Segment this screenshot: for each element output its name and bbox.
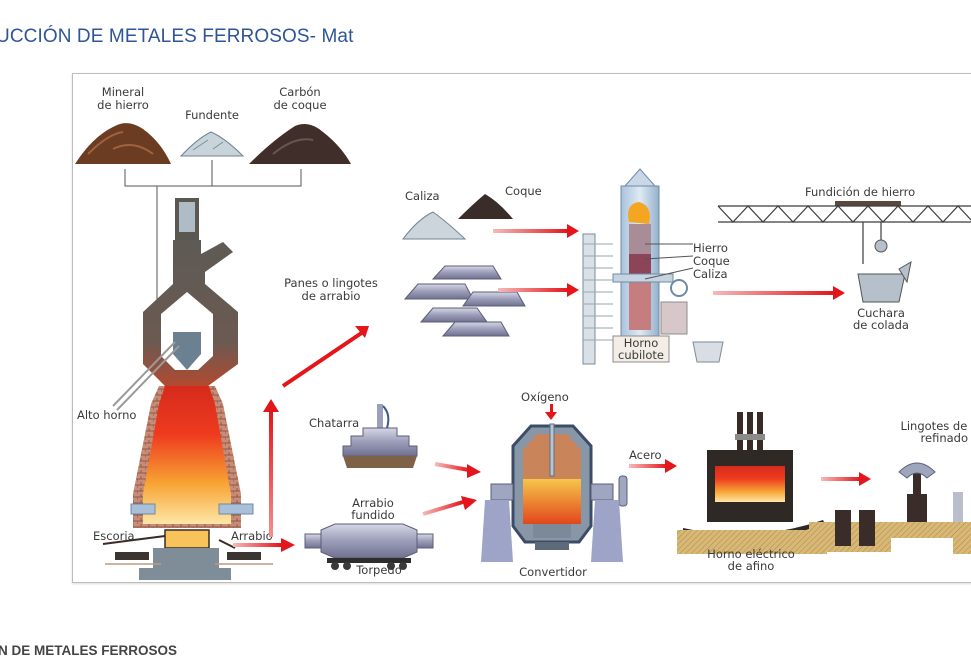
cubilote-arrow-icon xyxy=(713,286,845,300)
converter-icon xyxy=(481,423,628,562)
cupola-furnace xyxy=(582,168,724,365)
fundicion-label: Fundición de hierro xyxy=(805,185,915,199)
arrabio-fundido-label: Arrabio xyxy=(352,496,394,510)
cubilote-leader-lines xyxy=(644,243,694,280)
escoria-label: Escoria xyxy=(93,529,135,543)
torpedo-arrow-icon xyxy=(422,496,477,516)
cuchara-label: Cuchara xyxy=(857,306,905,320)
coque-pile-icon xyxy=(458,194,513,219)
caliza-layer-label: Caliza xyxy=(693,267,728,281)
carbon-label: Carbón xyxy=(279,85,320,99)
arrabio-fundido-label-2: fundido xyxy=(351,508,394,522)
ingots-arrow-icon xyxy=(498,283,579,297)
hierro-label: Hierro xyxy=(693,241,728,255)
panes-label-2: de arrabio xyxy=(302,289,361,303)
mineral-label-2: de hierro xyxy=(97,98,149,112)
pig-iron-ingots-icon xyxy=(403,265,526,337)
coque-layer-label: Coque xyxy=(693,254,730,268)
horno-electrico-label: Horno eléctrico xyxy=(707,547,795,561)
chatarra-label: Chatarra xyxy=(309,416,359,430)
caliza-pile-icon xyxy=(401,211,467,240)
cubilote-label-2: cubilote xyxy=(618,348,664,362)
panes-label: Panes o lingotes xyxy=(284,276,378,290)
ladle-icon xyxy=(857,239,912,303)
fundente-label: Fundente xyxy=(185,108,239,122)
mineral-pile-icon xyxy=(75,123,171,164)
oxygen-arrow-icon xyxy=(545,404,557,420)
convertidor-label: Convertidor xyxy=(519,565,587,579)
page-title: UCCIÓN DE METALES FERROSOS- Mat xyxy=(0,26,354,47)
blast-furnace xyxy=(102,198,273,580)
arrabio-arrow-icon xyxy=(233,538,295,552)
horno-electrico-label-2: de afino xyxy=(728,559,775,573)
caliza-arrow-icon xyxy=(493,224,579,238)
torpedo-label: Torpedo xyxy=(355,563,402,577)
lingotes-label-2: refinado xyxy=(921,431,968,445)
acero-arrow-icon xyxy=(629,459,677,473)
steel-production-diagram: Mineral de hierro Fundente Carbón de coq… xyxy=(72,73,971,583)
up-arrow-icon xyxy=(263,326,369,537)
alto-horno-label: Alto horno xyxy=(77,408,136,422)
fundente-pile-icon xyxy=(179,131,245,157)
torpedo-car-icon xyxy=(304,523,434,570)
cuchara-label-2: de colada xyxy=(853,318,909,332)
scrap-magnet-icon xyxy=(342,404,418,468)
electric-furnace-icon xyxy=(677,412,827,554)
cubilote-label: Horno xyxy=(624,336,659,350)
carbon-label-2: de coque xyxy=(273,98,326,112)
oxigeno-label: Oxígeno xyxy=(521,390,569,404)
coque-label: Coque xyxy=(505,184,542,198)
section-heading: N DE METALES FERROSOS xyxy=(0,643,178,658)
lingotes-label: Lingotes de a xyxy=(900,419,971,433)
crane-truss xyxy=(717,201,971,264)
acero-label: Acero xyxy=(629,448,662,462)
mineral-label: Mineral xyxy=(102,85,144,99)
carbon-pile-icon xyxy=(249,124,351,164)
arrabio-label: Arrabio xyxy=(231,529,273,543)
chatarra-arrow-icon xyxy=(434,462,481,478)
refining-arrow-icon xyxy=(821,472,871,486)
refined-ingots-icon xyxy=(809,462,971,554)
caliza-label: Caliza xyxy=(405,189,440,203)
